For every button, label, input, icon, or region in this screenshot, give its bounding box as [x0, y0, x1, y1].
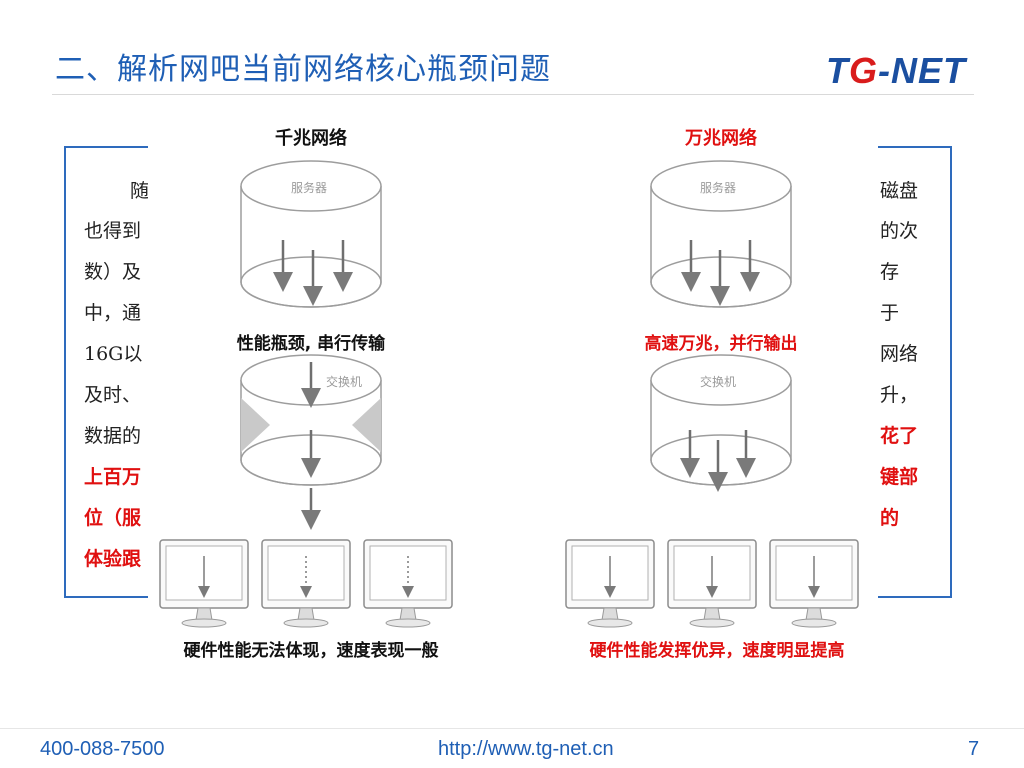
left-text-line-red: 体验跟 — [84, 548, 142, 570]
logo-t: T — [826, 50, 849, 91]
footer-phone: 400-088-7500 — [40, 738, 165, 760]
logo-net: -NET — [878, 50, 967, 91]
left-bottleneck-label: 性能瓶颈, 串行传输 — [236, 334, 386, 354]
left-text-line: 数）及 — [84, 261, 142, 283]
left-server-arrows — [273, 240, 353, 306]
right-server-arrows — [681, 240, 760, 306]
right-caption: 硬件性能发挥优异，速度明显提高 — [589, 641, 845, 661]
left-server-cylinder — [240, 160, 382, 308]
page-number: 7 — [968, 738, 980, 760]
right-monitor-arrows — [604, 556, 820, 598]
right-switch-label: 交换机 — [700, 375, 737, 389]
left-text-line: 中，通 — [84, 302, 142, 324]
footer-url[interactable]: http://www.tg-net.cn — [438, 738, 614, 760]
right-text-line: 存 — [880, 261, 900, 283]
left-text-line-red: 位（服 — [84, 507, 142, 529]
left-caption: 硬件性能无法体现，速度表现一般 — [183, 641, 439, 661]
right-heading: 万兆网络 — [685, 128, 757, 149]
right-text-line: 于 — [880, 302, 900, 324]
left-text-line: 也得到 — [84, 220, 142, 242]
right-server-label: 服务器 — [700, 181, 737, 195]
page-title: 二、解析网吧当前网络核心瓶颈问题 — [55, 52, 551, 87]
left-server-label: 服务器 — [291, 181, 328, 195]
left-heading: 千兆网络 — [275, 128, 347, 149]
left-text-line: 及时、 — [84, 384, 142, 406]
left-text-line-red: 上百万 — [84, 466, 142, 488]
right-parallel-arrows — [680, 430, 756, 492]
title-divider — [52, 94, 974, 95]
left-text-line: 随 — [130, 180, 150, 202]
left-text-line: 16G以 — [84, 343, 143, 365]
right-text-line: 网络 — [880, 343, 919, 365]
right-parallel-label: 高速万兆，并行输出 — [644, 334, 798, 354]
right-text-line: 磁盘 — [880, 180, 919, 202]
right-text-line-red: 的 — [880, 507, 900, 529]
right-server-cylinder — [650, 160, 792, 308]
logo-g: G — [849, 50, 879, 91]
right-text-line-red: 键部 — [880, 466, 919, 488]
left-text-line: 数据的 — [84, 425, 142, 447]
footer-divider — [0, 728, 1024, 729]
right-text-line: 的次 — [880, 220, 919, 242]
right-text-line: 升， — [880, 384, 919, 406]
right-text-line-red: 花了 — [880, 425, 919, 447]
left-switch-label: 交换机 — [326, 375, 363, 389]
left-monitor-arrows — [198, 556, 414, 598]
brand-logo: TG-NET — [826, 50, 966, 92]
